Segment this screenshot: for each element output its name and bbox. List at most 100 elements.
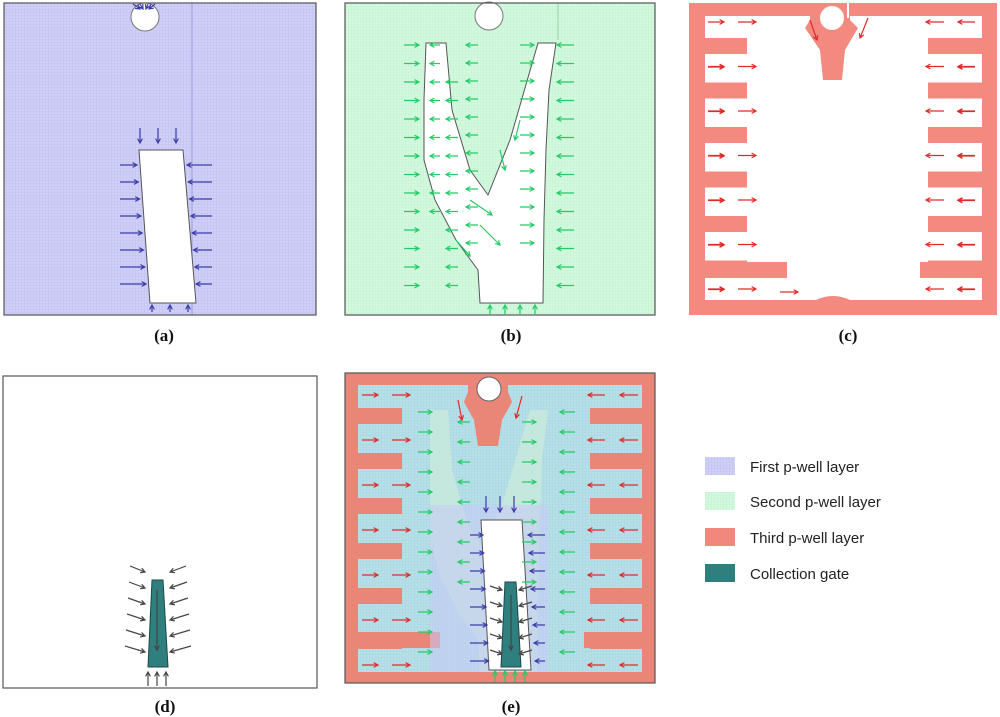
- field-arrow: [520, 96, 536, 102]
- field-arrow: [924, 152, 944, 159]
- field-arrow: [418, 549, 434, 555]
- field-arrow: [138, 3, 144, 11]
- field-arrow: [404, 190, 421, 196]
- field-arrow: [392, 617, 412, 623]
- field-arrow: [520, 168, 536, 174]
- field-arrow: [558, 609, 575, 615]
- field-arrow: [497, 496, 503, 514]
- field-arrow: [362, 527, 380, 533]
- field-arrow: [444, 245, 458, 252]
- field-arrow: [956, 108, 975, 115]
- field-arrow: [428, 42, 440, 48]
- panel-e-finger-left: [358, 408, 402, 424]
- field-arrow: [499, 149, 507, 172]
- field-arrow: [456, 499, 470, 505]
- field-arrow: [470, 586, 487, 592]
- field-arrow: [555, 134, 574, 141]
- field-arrow: [489, 617, 504, 624]
- panel-d-arrows: [124, 565, 192, 686]
- field-arrow: [362, 617, 380, 623]
- field-arrow: [362, 572, 380, 578]
- field-arrow: [464, 222, 478, 228]
- field-arrow: [148, 3, 156, 10]
- field-arrow: [168, 645, 192, 654]
- panel-e-caption: (e): [502, 697, 521, 716]
- field-arrow: [558, 549, 575, 555]
- field-arrow: [708, 197, 726, 204]
- field-arrow: [464, 150, 478, 156]
- field-arrow: [956, 153, 975, 159]
- legend-swatch-gate: [705, 564, 735, 582]
- field-arrow: [457, 399, 465, 422]
- field-arrow: [924, 197, 944, 203]
- field-arrow: [555, 208, 574, 215]
- field-arrow: [780, 289, 800, 295]
- field-arrow: [418, 409, 434, 415]
- field-arrow: [529, 586, 545, 592]
- field-arrow: [155, 128, 161, 145]
- field-arrow: [168, 629, 191, 638]
- field-arrow: [558, 529, 575, 535]
- field-arrow: [404, 79, 421, 85]
- field-arrow: [956, 19, 975, 25]
- field-arrow: [127, 597, 147, 606]
- field-arrow: [404, 171, 421, 178]
- field-arrow: [444, 208, 458, 215]
- field-arrow: [392, 527, 412, 533]
- panel-a: (a): [3, 2, 317, 345]
- field-arrow: [809, 19, 819, 42]
- field-arrow: [527, 550, 545, 556]
- field-arrow: [555, 171, 574, 178]
- panel-e-finger-left: [358, 498, 402, 514]
- field-arrow: [392, 392, 412, 398]
- field-arrow: [154, 670, 160, 686]
- field-arrow: [517, 303, 523, 314]
- legend-label-third: Third p-well layer: [750, 530, 864, 547]
- field-arrow: [508, 595, 514, 652]
- panel-e-fingers: [358, 408, 642, 649]
- panel-c: (c): [689, 3, 997, 345]
- panel-d: (d): [2, 375, 318, 716]
- field-arrow: [479, 224, 501, 246]
- field-arrow: [483, 496, 489, 514]
- panel-e-top-opening: [476, 376, 502, 402]
- field-arrow: [120, 264, 147, 270]
- field-arrow: [555, 227, 574, 233]
- field-arrow: [492, 669, 498, 682]
- field-arrow: [586, 662, 605, 668]
- field-arrow: [520, 222, 536, 228]
- field-arrow: [444, 134, 458, 141]
- field-arrow: [418, 649, 434, 655]
- field-arrow: [738, 19, 758, 25]
- field-arrow: [418, 489, 434, 495]
- field-arrow: [149, 303, 155, 312]
- field-arrow: [185, 303, 191, 312]
- field-arrow: [517, 585, 533, 592]
- field-arrow: [558, 469, 575, 475]
- field-arrow: [168, 613, 190, 622]
- panel-c-finger-right: [928, 171, 982, 188]
- field-arrow: [404, 245, 421, 252]
- field-arrow: [618, 617, 638, 623]
- field-arrow: [444, 116, 458, 122]
- field-arrow: [522, 539, 538, 545]
- field-arrow: [738, 197, 758, 203]
- field-arrow: [404, 116, 421, 122]
- panel-c-fingers: [705, 38, 982, 278]
- field-arrow: [924, 19, 944, 25]
- panel-c-top-opening: [820, 6, 844, 30]
- field-arrow: [530, 604, 545, 610]
- field-arrow: [924, 241, 944, 248]
- legend-label-first: First p-well layer: [750, 459, 859, 476]
- field-arrow: [428, 208, 440, 215]
- field-arrow: [464, 96, 478, 102]
- field-arrow: [188, 196, 212, 202]
- panel-c-caption: (c): [839, 326, 858, 345]
- field-arrow: [558, 509, 575, 515]
- field-arrow: [190, 230, 212, 236]
- panel-e-finger-right: [590, 498, 642, 514]
- field-arrow: [428, 116, 440, 122]
- field-arrow: [456, 479, 470, 485]
- field-arrow: [428, 134, 440, 141]
